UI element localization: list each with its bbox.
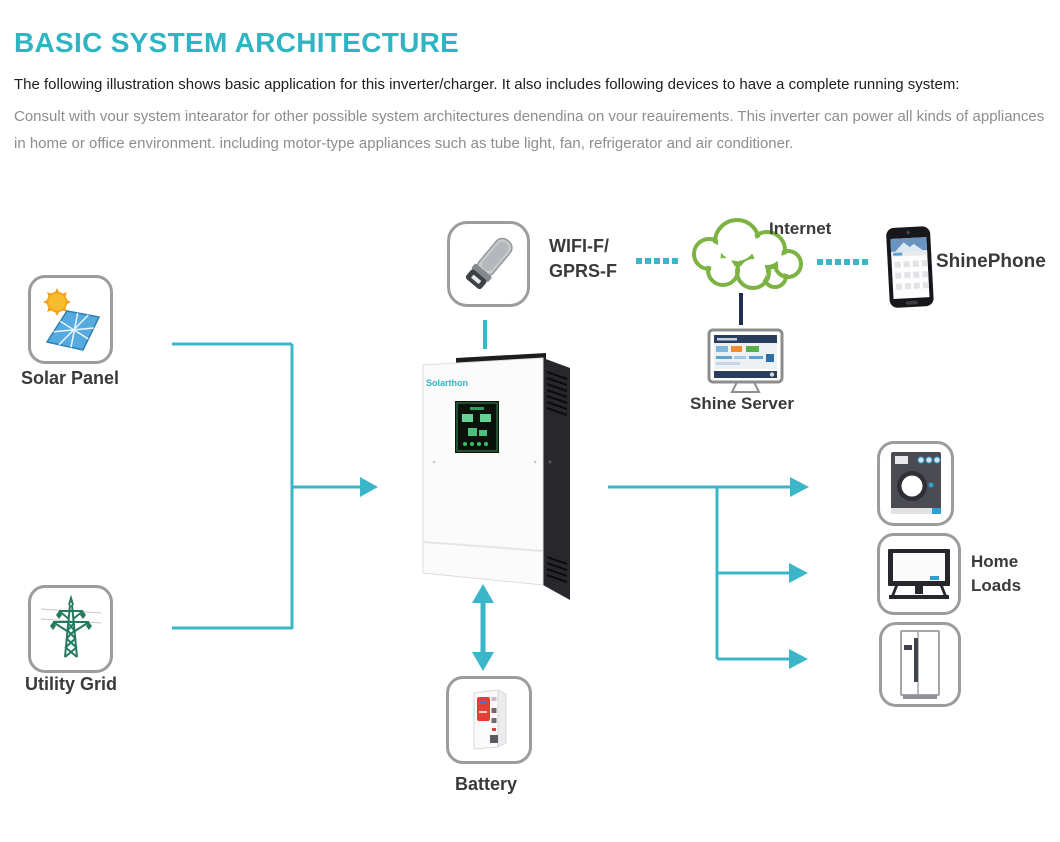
wifi-label-line1: WIFI-F/ <box>549 236 609 256</box>
sun <box>42 287 71 316</box>
arrowhead-fridge <box>789 649 808 669</box>
solar-panel-icon <box>42 287 100 351</box>
home-loads-line2: Loads <box>971 576 1022 595</box>
arrowhead-washer <box>790 477 809 497</box>
battery-icon <box>473 689 507 750</box>
tv-icon <box>888 549 950 599</box>
home-loads-label: Home Loads <box>971 550 1021 598</box>
left-connectors <box>172 342 361 630</box>
page-title: BASIC SYSTEM ARCHITECTURE <box>14 27 460 58</box>
refrigerator-icon <box>900 629 940 699</box>
arrowhead-tv <box>789 563 808 583</box>
note-text: Consult with vour system intearator for … <box>14 108 1045 152</box>
washer-node <box>877 441 954 526</box>
washing-machine-icon <box>890 451 941 514</box>
inverter-brand: Solarthon <box>426 378 468 388</box>
intro-text: The following illustration shows basic a… <box>14 76 960 93</box>
fridge-node <box>879 622 961 707</box>
battery-arrowhead-up <box>472 584 494 603</box>
utility-grid-label: Utility Grid <box>25 674 118 694</box>
inverter-display <box>455 401 499 453</box>
internet-label: Internet <box>769 219 832 238</box>
wifi-label-line2: GPRS-F <box>549 261 618 281</box>
shine-server-icon <box>707 328 784 393</box>
wifi-module-label: WIFI-F/ GPRS-F <box>549 234 617 284</box>
inverter-front <box>422 357 544 586</box>
panel <box>45 309 100 351</box>
solar-panel-node <box>28 275 113 364</box>
inverter-side-panel <box>543 358 570 600</box>
battery-node <box>446 676 532 764</box>
home-loads-line1: Home <box>971 552 1019 571</box>
wifi-dongle-icon <box>465 237 513 290</box>
inverter-icon: Solarthon <box>422 353 570 600</box>
shinephone-icon <box>886 226 934 308</box>
right-connectors <box>608 485 791 661</box>
arrowhead-into-inverter <box>360 477 378 497</box>
wifi-module-node <box>447 221 530 307</box>
solar-panel-label: Solar Panel <box>21 368 120 388</box>
shine-server-label: Shine Server <box>690 394 794 413</box>
battery-double-arrow <box>472 584 494 671</box>
shinephone-label: ShinePhone <box>936 251 1046 272</box>
internet-cloud-icon <box>692 218 803 290</box>
battery-arrowhead-down <box>472 652 494 671</box>
battery-label: Battery <box>455 774 518 794</box>
utility-grid-icon <box>40 595 101 658</box>
tv-node <box>877 533 961 615</box>
utility-grid-node <box>28 585 113 673</box>
